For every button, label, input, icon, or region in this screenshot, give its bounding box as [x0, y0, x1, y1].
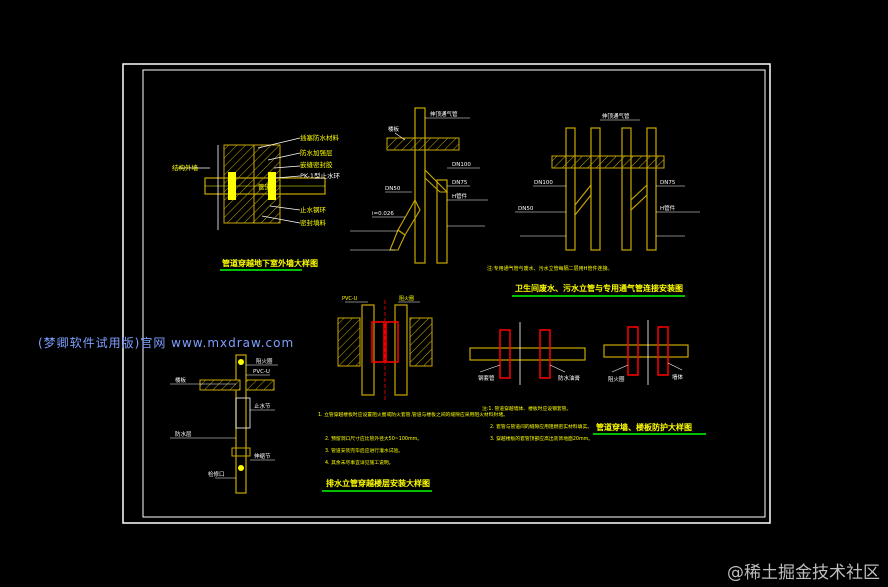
label-outer-wall: 结构外墙 [172, 163, 199, 172]
protect-pipe-a [469, 347, 586, 361]
label-slab-a: 楼板 [388, 125, 400, 133]
riser-left [361, 304, 375, 396]
floor-slab-a [386, 137, 460, 151]
label-dn100-a: DN100 [452, 162, 471, 168]
fire-collar-right [385, 321, 399, 363]
label-vent-b: 伸顶通气管 [602, 112, 630, 120]
sleeve [235, 397, 251, 429]
protect-sleeve-a1 [499, 329, 511, 379]
protect-note-2: 2. 套管与管道间的缝隙应用阻燃密实材料填实。 [490, 423, 592, 430]
label-cleanout: 检修口 [208, 470, 225, 478]
label-h-fitting-b: H管件 [660, 204, 676, 212]
outer-frame [122, 63, 771, 524]
h-fitting-upper [424, 168, 449, 193]
panel-floor-penetration: 阻火圈 PVC-U 楼板 止水节 防水层 伸缩节 检修口 [170, 354, 278, 494]
label-slab-pen: 楼板 [175, 376, 187, 384]
h-fitting-b1 [574, 183, 592, 217]
panel-title-connection: 卫生间废水、污水立管与专用通气管连接安装图 [515, 283, 683, 293]
protect-pipe-b [603, 344, 689, 358]
riser-right [394, 304, 408, 396]
label-dn100-b: DN100 [534, 180, 553, 186]
h-fitting-b2 [630, 183, 648, 212]
riser-note-2: 2. 预留洞口尺寸应比管外径大50~100mm。 [325, 435, 422, 442]
label-water-stop: 止水节 [254, 402, 271, 410]
label-pvcu-1: PVC-U [253, 369, 270, 375]
inner-frame [142, 69, 766, 518]
label-vent-a: 伸顶通气管 [430, 110, 458, 118]
water-stop-ring-left [228, 172, 236, 200]
panel-wall-sleeve: 插塞防水材料 防水加强层 嵌缝密封胶 PK-1型止水环 止水钢环 密封填料 结构… [172, 133, 340, 271]
label-joint-sealant: 嵌缝密封胶 [300, 160, 333, 169]
label-dn50-b: DN50 [518, 206, 534, 212]
panel-title-wall-sleeve: 管道穿越地下室外墙大样图 [222, 258, 318, 268]
floor-slab-right [245, 379, 275, 391]
label-waterproof: 防水层 [175, 430, 192, 438]
protect-sleeve-b2 [657, 326, 669, 376]
panel-stack-connection-b: 伸顶通气管 DN100 DN75 DN50 H管件 注:专用通气管与废水、污水立… [487, 112, 700, 297]
riser-note-3: 3. 管道安装完毕后应进行灌水试验。 [325, 447, 403, 454]
label-dn75-b: DN75 [660, 180, 676, 186]
floor-slab-b [551, 155, 665, 169]
water-stop-ring-right [268, 172, 276, 200]
label-steel-sleeve: 钢套管 [478, 374, 495, 382]
stack-b1 [565, 127, 576, 251]
corner-watermark: @稀土掘金技术社区 [727, 563, 880, 583]
label-filler: 密封填料 [300, 218, 327, 227]
label-pvcu-riser-l: PVC-U [342, 296, 358, 302]
label-dn75-a: DN75 [452, 180, 468, 186]
marker-bottom [238, 465, 244, 471]
label-pk1: PK-1型止水环 [300, 171, 340, 180]
label-waterproof-paste: 防水油膏 [558, 374, 581, 382]
label-fire-collar: 阻火圈 [256, 357, 273, 365]
label-dn50-a: DN50 [385, 186, 401, 192]
vent-stack [414, 107, 426, 264]
panel-drain-riser: PVC-U 阻火圈 1. 立管穿越楼板时应设置阻火圈或防火套管,管道与楼板之间的… [318, 295, 508, 492]
fire-collar-left [371, 321, 385, 363]
marker-top [238, 359, 244, 365]
floor-slab-left [199, 379, 241, 391]
panel-stack-connection-a: 伸顶通气管 楼板 DN100 DN75 DN50 H管件 i=0.026 [350, 107, 488, 264]
label-steel-ring: 止水钢环 [300, 205, 327, 214]
label-fire-collar-b: 阻火圈 [608, 375, 625, 383]
expansion-joint [231, 447, 251, 457]
label-expansion: 伸缩节 [254, 452, 271, 460]
label-sealant: 插塞防水材料 [300, 133, 340, 142]
slab-riser-right [409, 317, 433, 367]
protect-sleeve-b1 [627, 326, 639, 376]
label-pipe: 管道 [258, 182, 272, 191]
protect-note-3: 3. 穿越楼板的套管顶部应高出装饰地面20mm。 [490, 435, 593, 442]
panel-pipe-protection: 钢套管 防水油膏 阻火圈 墙体 注:1. 管道穿越墙体、楼板时应设钢套管。 2.… [469, 320, 706, 442]
software-watermark: (梦卿软件试用版)官网 www.mxdraw.com [38, 336, 295, 350]
label-wall-b: 墙体 [672, 373, 684, 381]
panel-title-riser: 排水立管穿越楼层安装大样图 [326, 478, 430, 488]
protect-sleeve-a2 [539, 329, 551, 379]
note-connection-b: 注:专用通气管与废水、污水立管每隔二层用H管件连接。 [487, 265, 612, 272]
waste-stack [436, 179, 448, 264]
label-fire-collar-riser: 阻火圈 [399, 295, 414, 302]
label-reinforce: 防水加强层 [300, 148, 333, 157]
slab-riser-left [337, 317, 361, 367]
riser-note-4: 4. 其余未尽事宜详见施工说明。 [325, 459, 393, 466]
label-slope-a: i=0.026 [372, 211, 394, 217]
panel-title-protection: 管道穿墙、楼板防护大样图 [596, 422, 692, 432]
protect-note-1: 注:1. 管道穿越墙体、楼板时应设钢套管。 [482, 405, 571, 412]
stack-b3 [621, 127, 632, 251]
riser-note-1: 1. 立管穿越楼板时应设置阻火圈或防火套管,管道与楼板之间的缝隙应采用阻火材料封… [318, 411, 508, 418]
label-h-fitting-a: H管件 [452, 192, 468, 200]
